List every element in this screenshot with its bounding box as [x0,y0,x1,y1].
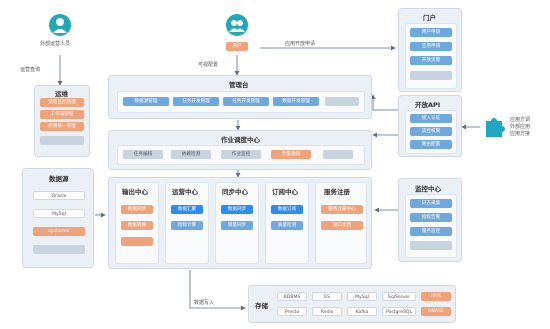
manage-item[interactable]: 任务开发管理 [173,97,219,106]
scheduler-item[interactable]: 作业监控 [221,150,261,159]
center-item[interactable]: 数据转换 [121,221,153,230]
monitor-item[interactable]: 服务监控 [410,227,452,236]
center-title: 运营中心 [172,188,198,196]
storage-item[interactable]: ES [312,292,342,301]
bottom-edge-label: 数据写入 [194,300,215,306]
monitor-panel: 监控中心 日志采集 指标告警 服务监控 [398,178,462,262]
connector-openapi-to-manage [370,94,400,111]
left-edge-label: 运营查询 [20,67,41,73]
datasource-panel: 数据源 Oracle MySql opstamer [22,168,94,268]
center-item[interactable]: 指标计算 [171,221,203,230]
manage-panel: 管理台 数据源管理 任务开发管理 任务开发管理 数据开发管理 [108,75,372,119]
top-edge-label: 应用开放申请 [285,41,316,47]
user-avatar-icon [49,14,71,36]
openapi-panel: 开放API 接入认证 流控权限 路由配置 [398,95,462,157]
puzzle-icon [482,115,506,139]
openapi-item[interactable]: 接入认证 [410,114,452,123]
connector-centers-to-storage [189,270,246,311]
manage-item[interactable]: 任务开发管理 [223,97,269,106]
scheduler-title: 作业调度中心 [221,136,260,144]
partner-label: 用户 [226,42,248,51]
manage-title: 管理台 [229,81,249,89]
center-item[interactable] [121,237,153,246]
manage-item[interactable] [325,97,359,106]
ops-item[interactable]: 工作流管理 [40,110,84,119]
storage-item[interactable]: HBASE [421,307,451,316]
monitor-item[interactable]: 日志采集 [410,199,452,208]
ext-app-line: 外部应用 [510,124,531,130]
ops-title: 运维 [55,90,68,98]
portal-item[interactable]: 应用申请 [410,42,452,51]
manage-item[interactable]: 数据源管理 [123,97,169,106]
storage-item[interactable]: Presto [277,307,307,316]
external-user-label: 外部运营人员 [40,41,71,47]
ext-app-line: 应用方调 [510,117,531,123]
scheduler-item[interactable]: 任务编排 [123,150,163,159]
monitor-item[interactable]: 指标告警 [410,213,452,222]
ext-app-line: 应用方接 [510,131,531,137]
manage-item[interactable]: 数据开发管理 [273,97,319,106]
datasource-title: 数据源 [49,175,69,183]
ops-item[interactable] [40,136,84,145]
datasource-item[interactable] [33,245,85,254]
center-item[interactable]: 服务注册中心 [321,205,363,214]
datasource-item[interactable]: Oracle [33,191,85,200]
storage-item[interactable]: Redis [312,307,342,316]
center-item[interactable]: 数据同步 [221,205,253,214]
scheduler-item[interactable]: 告警通知 [271,150,311,159]
center-ops: 运营中心 数据汇聚 指标计算 [165,182,209,264]
ops-item[interactable]: 运营监控管理 [40,98,84,107]
storage-item[interactable]: RDBMS [277,292,307,301]
monitor-title: 监控中心 [415,185,441,193]
ops-item[interactable]: 权限统一管理 [40,122,84,131]
center-title: 订阅中心 [272,188,298,196]
center-item[interactable]: 数据同步 [121,205,153,214]
partner-icon [226,14,248,36]
center-sync: 同步中心 数据同步 增量同步 [215,182,259,264]
storage-panel: 存储 RDBMS ES MySql SqlServer HIVE Presto … [248,285,456,323]
scheduler-item[interactable] [323,150,353,159]
center-title: 输出中心 [122,188,148,196]
center-subscribe: 订阅中心 数据订阅 质量检测 [265,182,309,264]
mid-edge-label: 可视配置 [198,62,219,68]
center-title: 服务注册 [324,188,350,196]
ops-panel: 运维 运营监控管理 工作流管理 权限统一管理 [34,85,90,157]
datasource-item[interactable]: MySql [33,209,85,218]
datasource-item[interactable]: opstamer [33,227,85,236]
openapi-item[interactable]: 路由配置 [410,140,452,149]
center-item[interactable]: 数据订阅 [271,205,303,214]
openapi-item[interactable]: 流控权限 [410,127,452,136]
center-item[interactable]: 接口文档 [321,221,363,230]
center-registry: 服务注册 服务注册中心 接口文档 [315,182,367,264]
center-item[interactable]: 质量检测 [271,221,303,230]
storage-item[interactable]: Kafka [347,307,377,316]
portal-item[interactable] [410,71,452,80]
portal-title: 门户 [423,14,436,22]
openapi-title: 开放API [415,101,441,109]
portal-panel: 门户 用户申请 应用申请 开放流量 [398,8,462,92]
portal-item[interactable]: 用户申请 [410,28,452,37]
scheduler-item[interactable]: 依赖检测 [171,150,211,159]
storage-item[interactable]: MySql [347,292,377,301]
centers-panel: 输出中心 数据同步 数据转换 运营中心 数据汇聚 指标计算 同步中心 数据同步 … [108,177,372,269]
scheduler-panel: 作业调度中心 任务编排 依赖检测 作业监控 告警通知 [108,130,372,170]
storage-item[interactable]: HIVE [421,292,451,301]
storage-title: 存储 [255,302,268,310]
center-item[interactable]: 数据汇聚 [171,205,203,214]
monitor-item[interactable] [410,241,452,250]
portal-item[interactable]: 开放流量 [410,56,452,65]
center-item[interactable]: 增量同步 [221,221,253,230]
center-title: 同步中心 [222,188,248,196]
storage-item[interactable]: PostgreSQL [382,307,416,316]
center-output: 输出中心 数据同步 数据转换 [115,182,159,264]
storage-item[interactable]: SqlServer [382,292,416,301]
